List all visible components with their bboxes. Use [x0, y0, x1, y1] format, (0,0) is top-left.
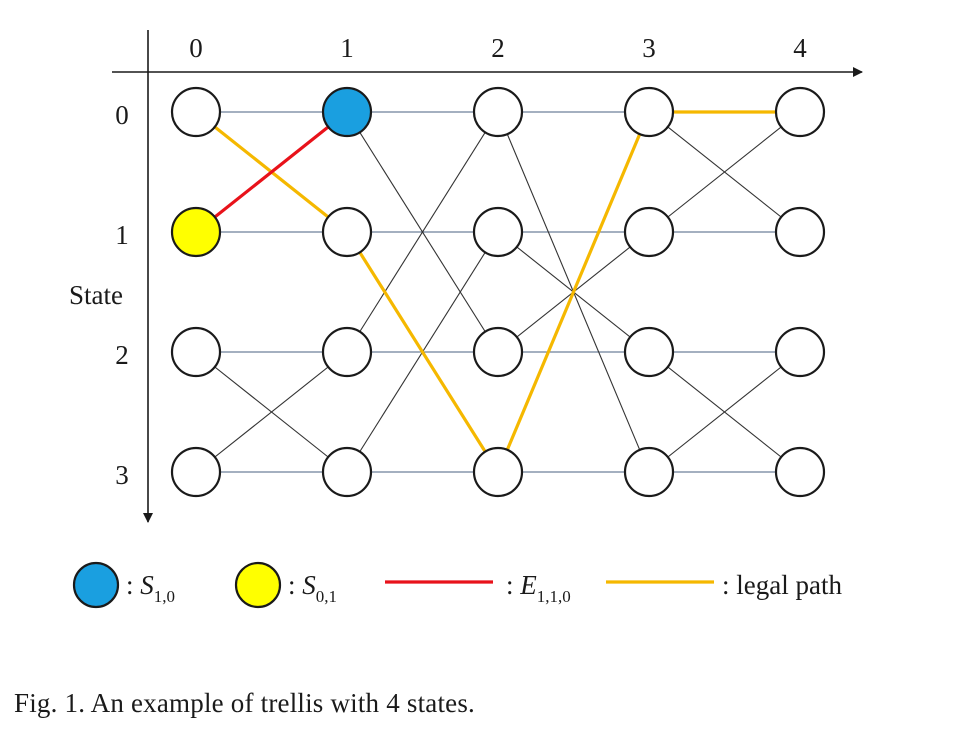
edges-layer: [195, 111, 801, 473]
highlight-edge-E110: [194, 110, 349, 234]
state-node: [321, 86, 373, 138]
state-node: [623, 326, 675, 378]
trellis-diagram: 0 1 2 3 4 0 1 State 2 3 : S1,0 : S0,1 : …: [69, 30, 863, 609]
legend-e-label: : E1,1,0: [506, 570, 571, 606]
state-label-2: 2: [115, 340, 129, 370]
state-node: [170, 86, 222, 138]
trellis-edge: [195, 351, 348, 473]
time-label-0: 0: [189, 33, 203, 63]
legal-path-segment: [496, 110, 651, 474]
state-node: [321, 446, 373, 498]
time-label-2: 2: [491, 33, 505, 63]
state-node: [774, 206, 826, 258]
state-node: [774, 86, 826, 138]
state-label-3: 3: [115, 460, 129, 490]
legal-path-segment: [345, 230, 500, 474]
state-node: [472, 206, 524, 258]
state-label-1: 1: [115, 220, 129, 250]
trellis-edge: [648, 111, 801, 233]
state-node: [170, 326, 222, 378]
state-node: [321, 326, 373, 378]
figure-caption: Fig. 1. An example of trellis with 4 sta…: [14, 688, 475, 718]
time-label-4: 4: [793, 33, 807, 63]
state-node: [774, 446, 826, 498]
state-node: [623, 446, 675, 498]
state-node: [170, 206, 222, 258]
state-node: [472, 326, 524, 378]
state-axis-label: State: [69, 280, 123, 310]
state-node: [321, 206, 373, 258]
legend-s01-node: [234, 561, 282, 609]
legend-s10-node: [72, 561, 120, 609]
time-label-1: 1: [340, 33, 354, 63]
legend-legal-path-label: : legal path: [722, 570, 842, 600]
state-label-0: 0: [115, 100, 129, 130]
state-node: [623, 206, 675, 258]
legend-s10-label: : S1,0: [126, 570, 175, 606]
state-node: [774, 326, 826, 378]
legend-s01-label: : S0,1: [288, 570, 337, 606]
legend: : S1,0 : S0,1 : E1,1,0 : legal path: [72, 561, 842, 609]
state-node: [472, 86, 524, 138]
state-node: [472, 446, 524, 498]
trellis-edge: [648, 351, 801, 473]
time-label-3: 3: [642, 33, 656, 63]
legal-path-layer: [194, 110, 802, 474]
nodes-layer: [170, 86, 826, 498]
trellis-edge: [346, 111, 499, 353]
state-node: [623, 86, 675, 138]
state-node: [170, 446, 222, 498]
